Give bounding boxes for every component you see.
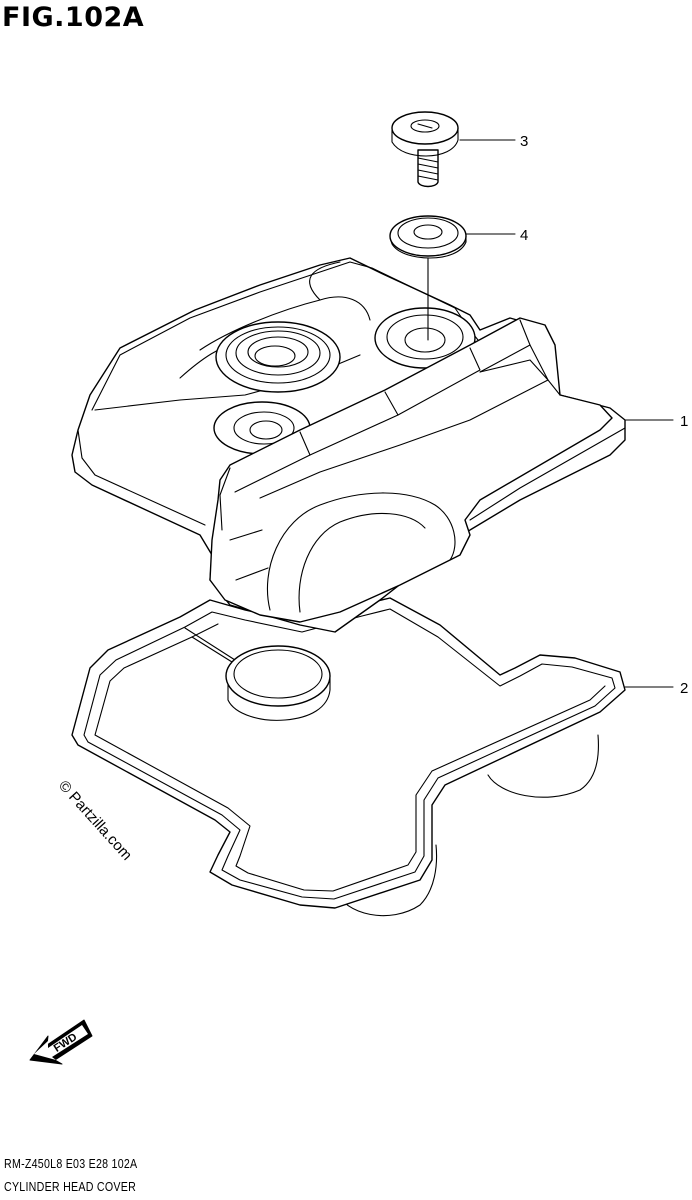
callout-2: 2 — [680, 680, 688, 697]
gasket-part-2[interactable] — [71, 597, 626, 917]
figure-title: FIG.102A — [2, 2, 145, 33]
seal-washer-part-4[interactable] — [389, 215, 467, 259]
bolt-part-3[interactable] — [391, 111, 459, 188]
callout-3: 3 — [520, 133, 528, 150]
callout-4: 4 — [520, 227, 528, 244]
partzilla-watermark: © Partzilla.com — [55, 777, 135, 863]
fwd-arrow-icon: FWD — [29, 1019, 93, 1065]
model-code: RM-Z450L8 E03 E28 102A — [4, 1156, 138, 1171]
cylinder-head-cover-part-1[interactable] — [71, 257, 626, 633]
figure-caption: CYLINDER HEAD COVER — [4, 1179, 137, 1194]
callout-1: 1 — [680, 413, 688, 430]
